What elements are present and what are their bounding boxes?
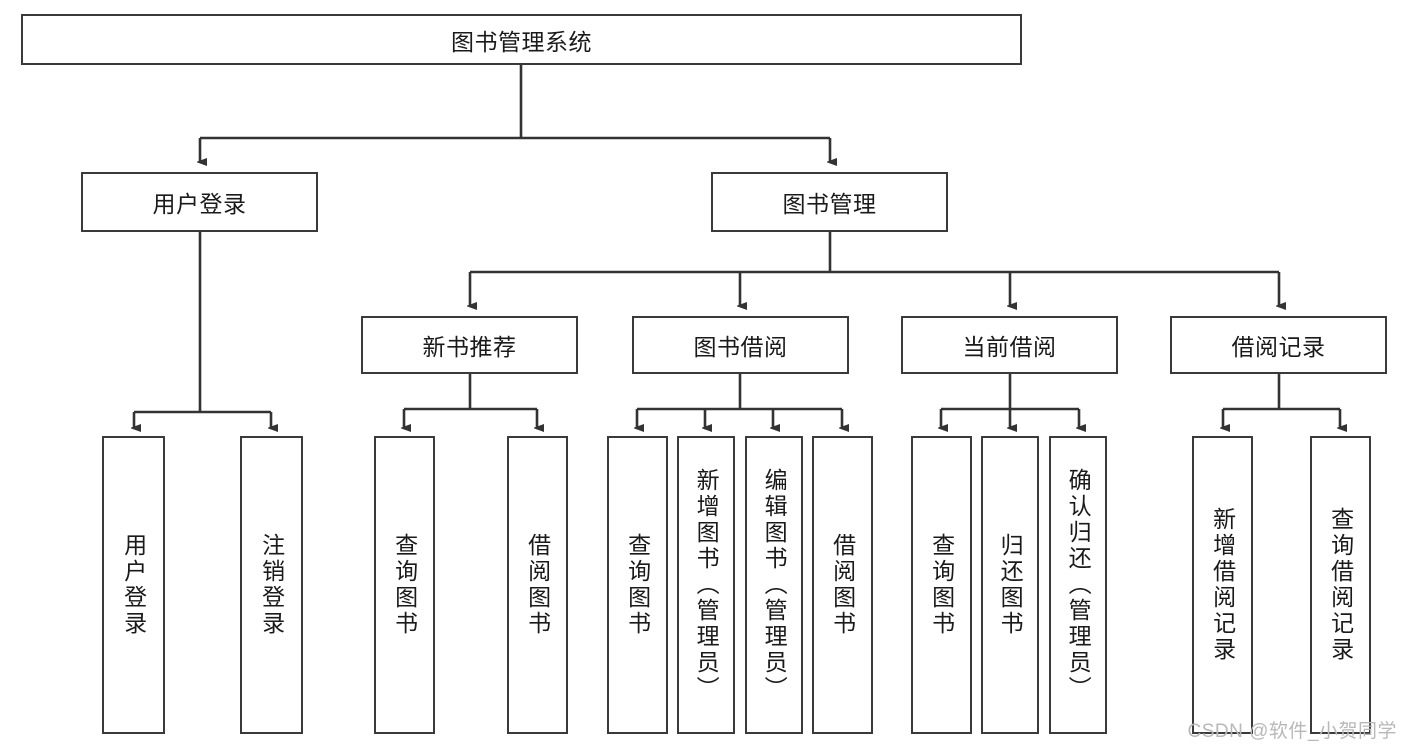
leaf-confirm-return-admin[interactable]: 确认归还（管理员） [1049, 436, 1107, 734]
node-user-login-label: 用户登录 [152, 191, 247, 217]
watermark: CSDN @软件_小贺同学 [1187, 721, 1397, 742]
node-new-book-recommend[interactable]: 新书推荐 [361, 316, 578, 374]
leaf-query-book-current[interactable]: 查询图书 [911, 436, 972, 734]
leaf-add-book-admin-label: 新增图书（管理员） [693, 468, 720, 702]
leaf-add-book-admin[interactable]: 新增图书（管理员） [677, 436, 735, 734]
leaf-query-borrow-record-label: 查询借阅记录 [1327, 507, 1354, 663]
leaf-borrow-book-recommend-label: 借阅图书 [524, 533, 551, 637]
leaf-borrow-book-label: 借阅图书 [829, 533, 856, 637]
leaf-return-book[interactable]: 归还图书 [981, 436, 1039, 734]
node-book-borrow[interactable]: 图书借阅 [632, 316, 849, 374]
node-new-book-recommend-label: 新书推荐 [422, 334, 517, 360]
leaf-add-borrow-record-label: 新增借阅记录 [1209, 507, 1236, 663]
leaf-borrow-book[interactable]: 借阅图书 [812, 436, 873, 734]
node-book-management[interactable]: 图书管理 [711, 172, 948, 232]
leaf-confirm-return-admin-label: 确认归还（管理员） [1065, 468, 1092, 702]
node-user-login[interactable]: 用户登录 [81, 172, 318, 232]
leaf-logout[interactable]: 注销登录 [240, 436, 303, 734]
leaf-user-login-label: 用户登录 [120, 533, 147, 637]
node-borrow-record[interactable]: 借阅记录 [1170, 316, 1387, 374]
node-root-label: 图书管理系统 [451, 28, 592, 55]
node-book-management-label: 图书管理 [782, 191, 877, 217]
node-borrow-record-label: 借阅记录 [1231, 334, 1326, 360]
node-book-borrow-label: 图书借阅 [693, 334, 788, 360]
leaf-query-book-current-label: 查询图书 [928, 533, 955, 637]
leaf-query-book-borrow[interactable]: 查询图书 [607, 436, 668, 734]
leaf-user-login[interactable]: 用户登录 [102, 436, 165, 734]
node-root[interactable]: 图书管理系统 [21, 14, 1022, 65]
leaf-borrow-book-recommend[interactable]: 借阅图书 [507, 436, 568, 734]
leaf-query-book-recommend-label: 查询图书 [391, 533, 418, 637]
leaf-add-borrow-record[interactable]: 新增借阅记录 [1192, 436, 1253, 734]
leaf-query-borrow-record[interactable]: 查询借阅记录 [1310, 436, 1371, 734]
leaf-edit-book-admin[interactable]: 编辑图书（管理员） [745, 436, 803, 734]
node-current-borrow[interactable]: 当前借阅 [901, 316, 1118, 374]
leaf-query-book-borrow-label: 查询图书 [624, 533, 651, 637]
leaf-logout-label: 注销登录 [258, 533, 285, 637]
leaf-query-book-recommend[interactable]: 查询图书 [374, 436, 435, 734]
node-current-borrow-label: 当前借阅 [962, 334, 1057, 360]
leaf-return-book-label: 归还图书 [997, 533, 1024, 637]
leaf-edit-book-admin-label: 编辑图书（管理员） [761, 468, 788, 702]
